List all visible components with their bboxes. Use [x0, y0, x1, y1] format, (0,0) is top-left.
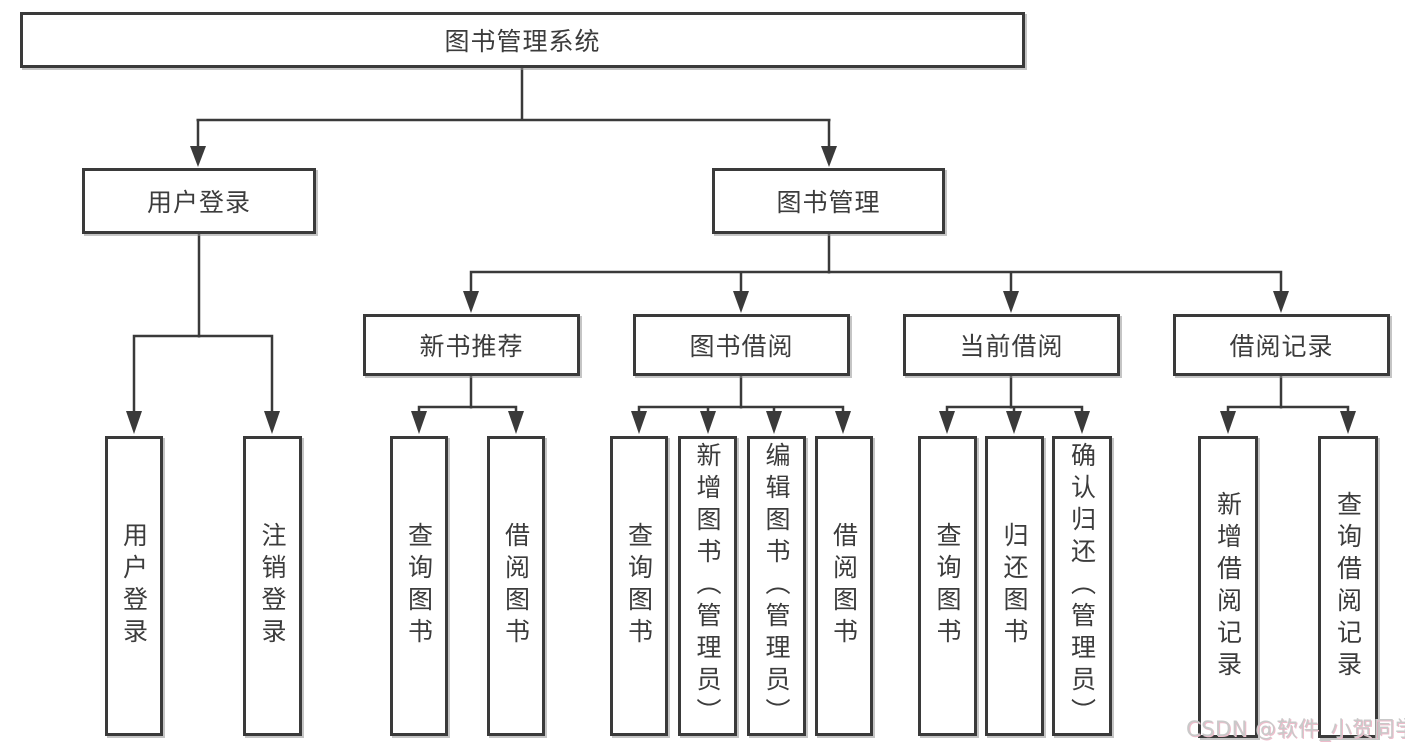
- leaf-br-add-record: 新增借阅记录: [1198, 436, 1258, 738]
- node-current-borrow: 当前借阅: [903, 314, 1120, 376]
- node-label: 查询图书: [624, 522, 654, 650]
- node-label: 新增图书（管理员）: [693, 442, 722, 730]
- node-label: 注销登录: [258, 522, 287, 650]
- leaf-user-login: 用户登录: [105, 436, 163, 736]
- node-label: 查询图书: [933, 522, 962, 650]
- leaf-bb-edit-books-admin: 编辑图书（管理员）: [747, 436, 806, 736]
- node-new-book-recommend: 新书推荐: [363, 314, 580, 376]
- leaf-bb-borrow-books: 借阅图书: [815, 436, 873, 736]
- leaf-bb-add-books-admin: 新增图书（管理员）: [678, 436, 737, 736]
- leaf-cb-return-books: 归还图书: [985, 436, 1044, 736]
- node-label: 图书管理系统: [444, 27, 601, 56]
- node-label: 新书推荐: [419, 332, 524, 361]
- node-user-login: 用户登录: [82, 168, 316, 234]
- node-label: 借阅图书: [501, 522, 531, 650]
- node-label: 归还图书: [1000, 522, 1029, 650]
- node-book-borrow: 图书借阅: [633, 314, 850, 376]
- leaf-bb-query-books: 查询图书: [610, 436, 668, 736]
- node-label: 借阅图书: [829, 522, 859, 650]
- node-label: 编辑图书（管理员）: [762, 442, 791, 730]
- node-label: 图书管理: [776, 188, 881, 217]
- node-label: 确认归还（管理员）: [1067, 442, 1097, 730]
- leaf-br-query-record: 查询借阅记录: [1318, 436, 1378, 738]
- node-label: 查询图书: [404, 522, 434, 650]
- csdn-watermark: CSDN @软件_小贺同学: [1186, 717, 1405, 741]
- node-label: 当前借阅: [959, 332, 1064, 361]
- leaf-logout: 注销登录: [243, 436, 302, 736]
- node-label: 图书借阅: [689, 332, 794, 361]
- node-root-system: 图书管理系统: [20, 12, 1025, 68]
- leaf-nb-borrow-books: 借阅图书: [487, 436, 545, 736]
- leaf-cb-query-books: 查询图书: [918, 436, 977, 736]
- node-label: 新增借阅记录: [1213, 491, 1243, 683]
- node-label: 用户登录: [119, 522, 149, 650]
- leaf-cb-confirm-return-admin: 确认归还（管理员）: [1052, 436, 1112, 736]
- arrowheads: [126, 146, 1356, 434]
- node-label: 查询借阅记录: [1333, 491, 1363, 683]
- leaf-nb-query-books: 查询图书: [390, 436, 448, 736]
- node-label: 借阅记录: [1229, 332, 1334, 361]
- node-book-management: 图书管理: [712, 168, 945, 234]
- node-borrow-records: 借阅记录: [1173, 314, 1390, 376]
- node-label: 用户登录: [146, 188, 251, 217]
